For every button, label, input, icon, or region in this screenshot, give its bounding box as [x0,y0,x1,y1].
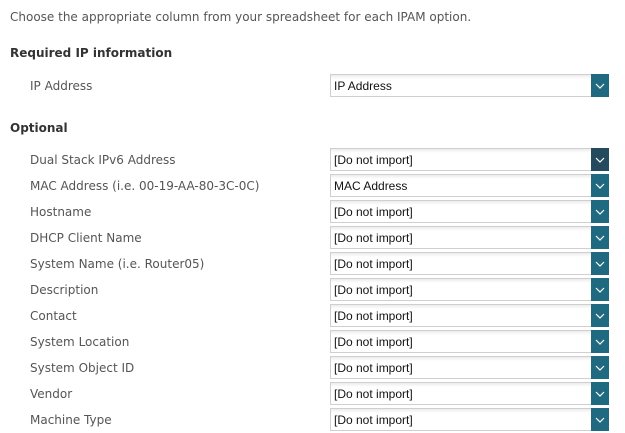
dropdown-button[interactable] [591,382,609,405]
select-value: [Do not import] [334,257,413,271]
dropdown-button[interactable] [591,408,609,431]
chevron-down-icon [595,417,605,423]
select-value: [Do not import] [334,413,413,427]
field-label: Contact [30,309,77,323]
ip-address-select[interactable]: IP Address [330,74,609,97]
dropdown-button[interactable] [591,74,609,97]
select-value: [Do not import] [334,387,413,401]
chevron-down-icon [595,235,605,241]
field-label: Hostname [30,205,92,219]
field-row-system-name: System Name (i.e. Router05) [Do not impo… [0,252,625,275]
system-location-select[interactable]: [Do not import] [330,330,609,353]
field-row-hostname: Hostname [Do not import] [0,200,625,223]
field-label: DHCP Client Name [30,231,142,245]
field-label: System Name (i.e. Router05) [30,257,205,271]
select-value: IP Address [334,79,392,93]
select-value: MAC Address [334,179,408,193]
system-name-select[interactable]: [Do not import] [330,252,609,275]
field-row-system-object-id: System Object ID [Do not import] [0,356,625,379]
select-value: [Do not import] [334,335,413,349]
chevron-down-icon [595,365,605,371]
select-value: [Do not import] [334,153,413,167]
machine-type-select[interactable]: [Do not import] [330,408,609,431]
dropdown-button[interactable] [591,304,609,327]
intro-text: Choose the appropriate column from your … [10,10,472,24]
chevron-down-icon [595,391,605,397]
chevron-down-icon [595,261,605,267]
dropdown-button[interactable] [591,148,609,171]
system-object-id-select[interactable]: [Do not import] [330,356,609,379]
vendor-select[interactable]: [Do not import] [330,382,609,405]
dropdown-button[interactable] [591,174,609,197]
field-label: Vendor [30,387,73,401]
select-value: [Do not import] [334,205,413,219]
select-value: [Do not import] [334,283,413,297]
field-label: Dual Stack IPv6 Address [30,153,176,167]
mac-address-select[interactable]: MAC Address [330,174,609,197]
field-label: IP Address [30,79,93,93]
chevron-down-icon [595,183,605,189]
dropdown-button[interactable] [591,356,609,379]
dropdown-button[interactable] [591,252,609,275]
field-row-description: Description [Do not import] [0,278,625,301]
dropdown-button[interactable] [591,278,609,301]
field-row-vendor: Vendor [Do not import] [0,382,625,405]
field-row-contact: Contact [Do not import] [0,304,625,327]
dropdown-button[interactable] [591,200,609,223]
field-row-ip-address: IP Address IP Address [0,74,625,97]
chevron-down-icon [595,339,605,345]
field-label: MAC Address (i.e. 00-19-AA-80-3C-0C) [30,179,260,193]
field-row-dual-stack-ipv6: Dual Stack IPv6 Address [Do not import] [0,148,625,171]
field-label: System Location [30,335,130,349]
hostname-select[interactable]: [Do not import] [330,200,609,223]
dhcp-client-name-select[interactable]: [Do not import] [330,226,609,249]
field-label: Machine Type [30,413,112,427]
description-select[interactable]: [Do not import] [330,278,609,301]
optional-heading: Optional [10,121,68,135]
select-value: [Do not import] [334,361,413,375]
select-value: [Do not import] [334,309,413,323]
dropdown-button[interactable] [591,226,609,249]
field-row-system-location: System Location [Do not import] [0,330,625,353]
dropdown-button[interactable] [591,330,609,353]
chevron-down-icon [595,313,605,319]
required-heading: Required IP information [10,46,173,60]
field-row-machine-type: Machine Type [Do not import] [0,408,625,431]
chevron-down-icon [595,157,605,163]
field-row-mac-address: MAC Address (i.e. 00-19-AA-80-3C-0C) MAC… [0,174,625,197]
dual-stack-ipv6-select[interactable]: [Do not import] [330,148,609,171]
field-row-dhcp-client-name: DHCP Client Name [Do not import] [0,226,625,249]
select-value: [Do not import] [334,231,413,245]
contact-select[interactable]: [Do not import] [330,304,609,327]
field-label: Description [30,283,99,297]
chevron-down-icon [595,287,605,293]
chevron-down-icon [595,209,605,215]
chevron-down-icon [595,83,605,89]
field-label: System Object ID [30,361,135,375]
